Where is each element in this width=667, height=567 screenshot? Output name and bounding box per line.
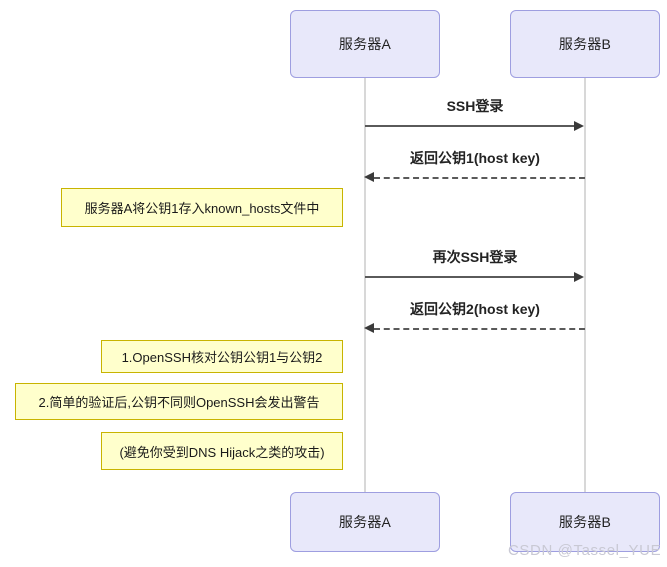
message-label-ssh-login: SSH登录 [446,98,504,114]
note-dns-hijack-protection: (避免你受到DNS Hijack之类的攻击) [101,432,343,470]
message-arrow-return-hostkey-2 [374,328,585,330]
arrowhead-left-icon [364,172,374,182]
note-text: (避免你受到DNS Hijack之类的攻击) [119,444,325,460]
message-arrow-ssh-login-again [365,276,576,278]
participant-server-a-top[interactable]: 服务器A [290,10,440,78]
note-openssh-compare-keys: 1.OpenSSH核对公钥公钥1与公钥2 [101,340,343,373]
arrowhead-right-icon [574,272,584,282]
message-label-ssh-login-again: 再次SSH登录 [432,249,518,265]
participant-label: 服务器B [558,36,612,52]
participant-server-b-top[interactable]: 服务器B [510,10,660,78]
watermark: CSDN @Tassel_YUE [508,542,662,559]
arrowhead-right-icon [574,121,584,131]
participant-label: 服务器A [338,36,392,52]
note-text: 1.OpenSSH核对公钥公钥1与公钥2 [121,350,323,365]
lifeline-server-b [584,78,586,492]
message-arrow-return-hostkey-1 [374,177,585,179]
participant-label: 服务器A [338,514,392,530]
message-label-return-hostkey-1: 返回公钥1(host key) [410,150,540,166]
note-text: 2.简单的验证后,公钥不同则OpenSSH会发出警告 [38,395,320,410]
participant-label: 服务器B [558,514,612,530]
arrowhead-left-icon [364,323,374,333]
note-openssh-warning: 2.简单的验证后,公钥不同则OpenSSH会发出警告 [15,383,343,420]
note-store-known-hosts: 服务器A将公钥1存入known_hosts文件中 [61,188,343,227]
note-text: 服务器A将公钥1存入known_hosts文件中 [84,201,320,216]
message-label-return-hostkey-2: 返回公钥2(host key) [410,301,540,317]
message-arrow-ssh-login [365,125,576,127]
lifeline-server-a [364,78,366,492]
participant-server-a-bottom[interactable]: 服务器A [290,492,440,552]
